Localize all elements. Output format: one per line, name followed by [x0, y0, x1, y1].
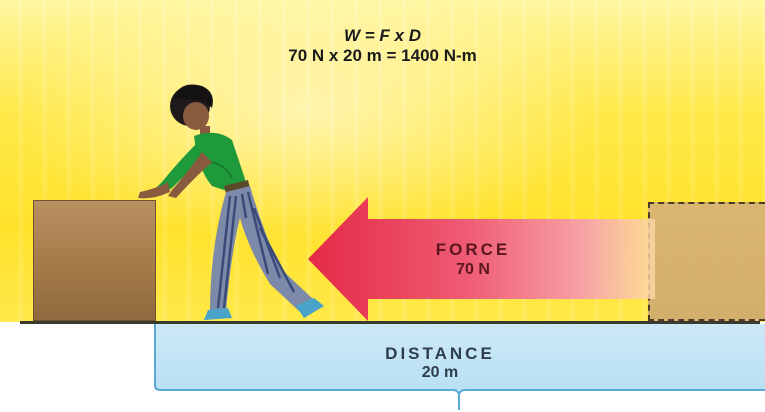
formula-block: W = F x D 70 N x 20 m = 1400 N-m: [0, 26, 765, 66]
work-equation: W = F x D: [0, 26, 765, 46]
force-label: FORCE: [418, 240, 528, 260]
person-pushing-illustration: [128, 78, 343, 328]
force-arrow: [300, 195, 655, 325]
force-value: 70 N: [418, 261, 528, 279]
distance-value: 20 m: [340, 364, 540, 382]
work-calculation: 70 N x 20 m = 1400 N-m: [0, 46, 765, 66]
distance-label: DISTANCE: [340, 344, 540, 364]
box-end-dashed: [648, 202, 765, 321]
